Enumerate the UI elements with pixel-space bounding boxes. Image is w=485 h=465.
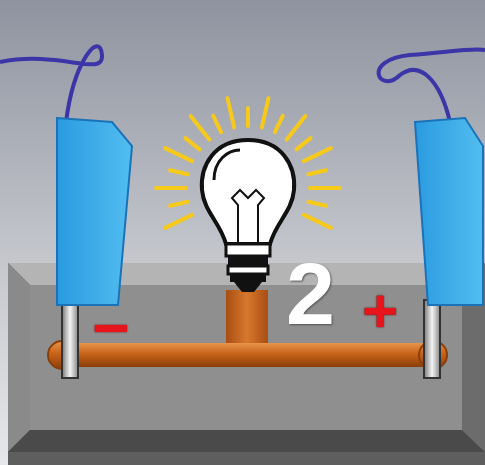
wire bbox=[0, 46, 102, 122]
clip-negative bbox=[57, 118, 132, 378]
callout-number: 2 bbox=[286, 250, 335, 338]
polarity-sign: − bbox=[92, 296, 129, 360]
clip-positive bbox=[415, 118, 483, 378]
light-bulb bbox=[202, 140, 294, 292]
wire bbox=[379, 49, 485, 122]
polarity-sign: + bbox=[362, 280, 398, 342]
